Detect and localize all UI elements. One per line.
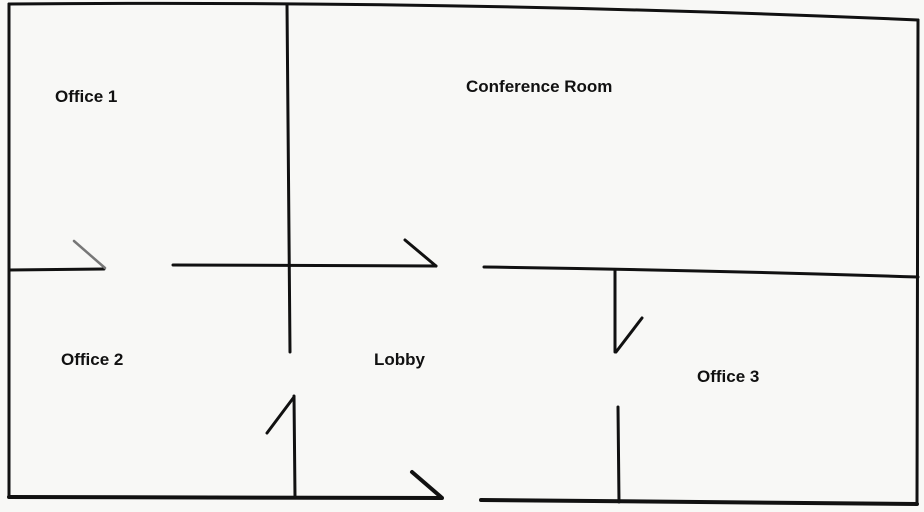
wall-office2-lobby-lower xyxy=(292,394,297,499)
door-main-entrance xyxy=(410,470,443,499)
wall-mid-horizontal xyxy=(171,263,438,268)
wall-office1-office2-left xyxy=(7,267,106,272)
outer-wall-right xyxy=(915,18,920,506)
door-office2 xyxy=(265,395,296,435)
wall-lobby-office3-lower xyxy=(616,405,621,504)
outer-wall-bottom-right xyxy=(479,498,919,506)
outer-wall-bottom-left xyxy=(7,495,444,500)
room-label-conference-room: Conference Room xyxy=(466,77,613,96)
room-label-lobby: Lobby xyxy=(374,350,425,369)
wall-conference-office3 xyxy=(482,265,920,279)
room-label-office-3: Office 3 xyxy=(697,367,760,386)
door-office1 xyxy=(72,239,107,270)
room-label-office-1: Office 1 xyxy=(55,87,118,106)
wall-office1-conference xyxy=(285,2,292,354)
door-office3 xyxy=(614,316,644,354)
door-conference xyxy=(403,238,438,268)
room-label-office-2: Office 2 xyxy=(61,350,124,369)
outer-wall-top xyxy=(7,1,920,22)
